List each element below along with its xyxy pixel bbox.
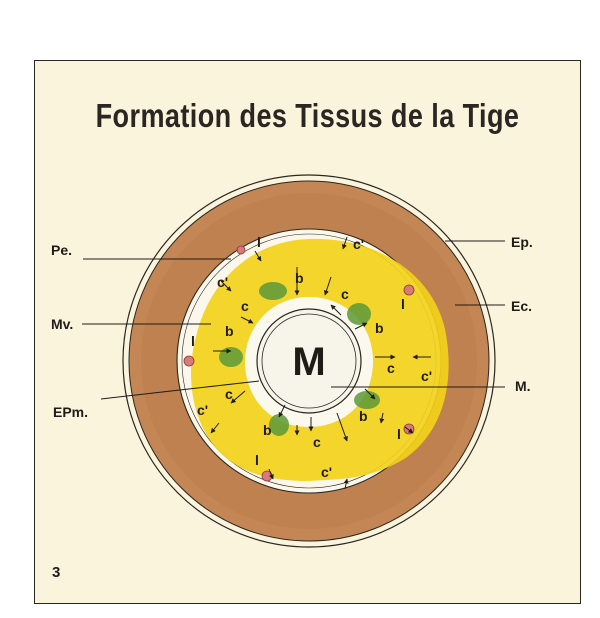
mark-l: l [255,452,259,468]
bundle-left [219,347,243,367]
mark-b: b [225,323,234,339]
bundle-lower-right [354,391,380,409]
medulla-label: M [292,340,325,384]
mark-b: b [295,270,304,286]
mark-b: b [375,320,384,336]
mark-c: c [241,298,249,314]
mark-c: c [387,360,395,376]
label-m: M. [515,378,531,394]
plate: Formation des Tissus de la Tige [34,60,581,604]
label-epm: EPm. [53,404,88,420]
mark-c: c [313,434,321,450]
label-ep: Ep. [511,234,533,250]
mark-b: b [263,422,272,438]
mark-l: l [191,333,195,349]
bundle-top [259,282,287,300]
mark-c-prime: c' [321,464,332,480]
plate-number: 3 [52,564,60,581]
mark-c: c [225,386,233,402]
mark-c-prime: c' [353,236,364,252]
bundle-bottom [269,414,289,436]
mark-c: c [341,286,349,302]
mark-l: l [397,426,401,442]
mark-l: l [401,296,405,312]
bundle-upper-right [347,303,371,325]
stem-cross-section: M l c' c' b c l c b b l c c' c c' b l b … [35,61,580,603]
label-pe: Pe. [51,242,72,258]
label-mv: Mv. [51,316,73,332]
mark-l: l [257,234,261,250]
mark-b: b [359,408,368,424]
mark-c-prime: c' [197,402,208,418]
mark-c-prime: c' [421,368,432,384]
label-ec: Ec. [511,298,532,314]
